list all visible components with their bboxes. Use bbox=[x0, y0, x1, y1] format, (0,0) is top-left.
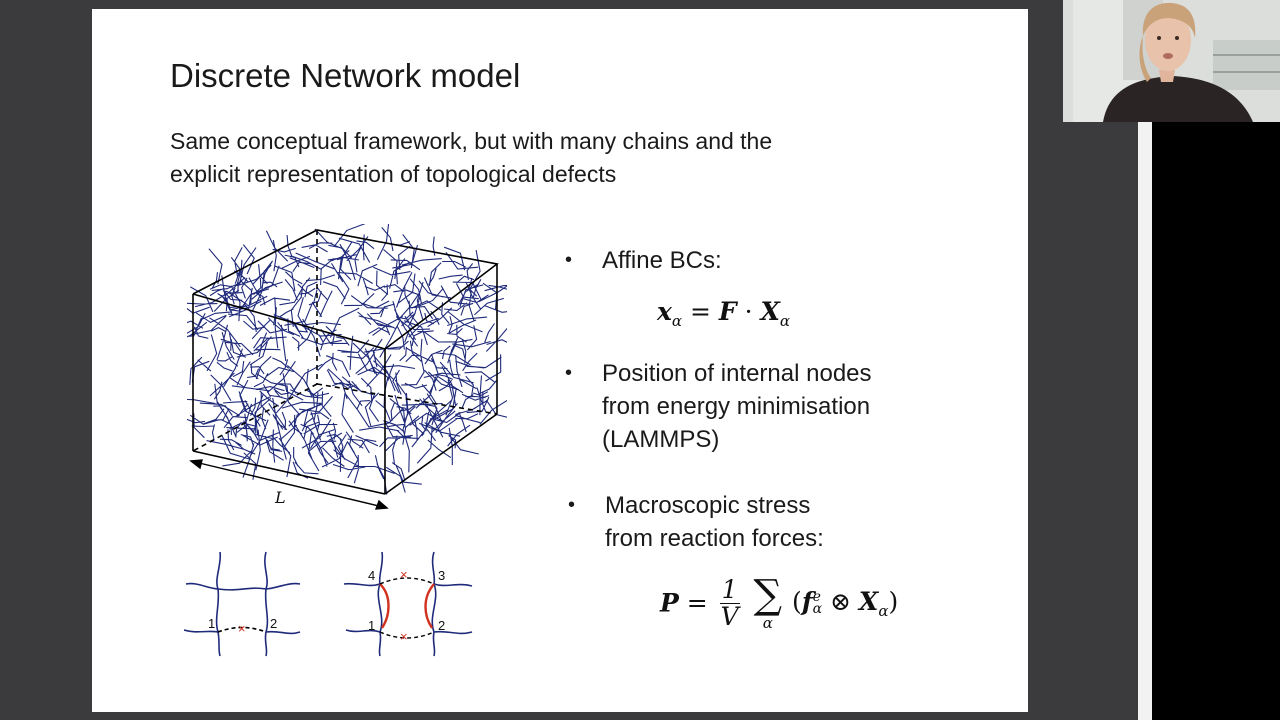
eq2-otimes: ⊗ bbox=[830, 586, 851, 616]
eq2-equals: = bbox=[686, 588, 708, 618]
eq2-X-sub: α bbox=[878, 601, 889, 620]
eq1-F: F bbox=[718, 297, 737, 326]
eq2-lparen: ( bbox=[792, 586, 802, 616]
right-white-strip bbox=[1138, 122, 1152, 720]
defect-diagram-left: × 1 2 bbox=[184, 551, 301, 657]
defect-mark-bottom: × bbox=[400, 629, 408, 644]
eq2-sigma: ∑ bbox=[753, 572, 783, 618]
slide-title: Discrete Network model bbox=[170, 57, 521, 94]
bullet-line: (LAMMPS) bbox=[602, 426, 720, 453]
subtitle-line-1: Same conceptual framework, but with many… bbox=[170, 128, 773, 154]
polymer-network bbox=[187, 224, 507, 495]
bullet-macroscopic-stress: • Macroscopic stress from reaction force… bbox=[568, 489, 824, 555]
cube-top-face bbox=[192, 229, 499, 350]
eq2-P: P bbox=[660, 588, 679, 618]
node-label-2: 2 bbox=[438, 618, 445, 633]
eq1-equals: = bbox=[690, 297, 711, 326]
node-label-2: 2 bbox=[270, 616, 277, 631]
cube-length-label: L bbox=[274, 488, 286, 507]
affine-equation: xα = F · Xα bbox=[657, 297, 790, 330]
eq2-sum: ∑ α bbox=[754, 575, 783, 631]
eq1-x: x bbox=[657, 297, 672, 326]
eq2-f: f bbox=[801, 586, 813, 616]
bullet-marker: • bbox=[565, 362, 573, 384]
length-arrow bbox=[189, 459, 389, 510]
eq1-x-sub: α bbox=[671, 312, 683, 330]
node-label-1: 1 bbox=[368, 618, 375, 633]
presentation-slide: Discrete Network model Same conceptual f… bbox=[92, 9, 1028, 712]
subtitle-line-2: explicit representation of topological d… bbox=[170, 161, 617, 187]
eq1-dot: · bbox=[744, 297, 753, 326]
bullet-marker: • bbox=[568, 494, 576, 516]
bullet-line: Position of internal nodes bbox=[602, 360, 872, 387]
bullet-line: Affine BCs: bbox=[602, 247, 722, 274]
network-cube-figure: L bbox=[187, 224, 507, 510]
bullet-line: from energy minimisation bbox=[602, 393, 871, 420]
node-label-3: 3 bbox=[438, 568, 445, 583]
eq2-X: X bbox=[858, 586, 879, 616]
defect-diagram-right: × × 4 3 1 2 bbox=[343, 551, 473, 657]
bullet-line: Macroscopic stress bbox=[605, 492, 811, 519]
eq2-f-sub: α bbox=[812, 601, 823, 617]
bullet-marker: • bbox=[565, 249, 573, 271]
eq2-denominator: V bbox=[720, 601, 739, 631]
defect-mark: × bbox=[238, 621, 246, 636]
presenter-webcam bbox=[1063, 0, 1280, 122]
slide-subtitle: Same conceptual framework, but with many… bbox=[170, 125, 950, 191]
eq2-fraction: 1 V bbox=[719, 574, 740, 631]
node-label-4: 4 bbox=[368, 568, 375, 583]
eq2-sum-limit: α bbox=[762, 614, 773, 632]
bullet-line: from reaction forces: bbox=[605, 525, 824, 552]
eq2-numerator: 1 bbox=[719, 574, 740, 604]
presenter-video-icon bbox=[1063, 0, 1280, 122]
bullet-affine-bcs: • Affine BCs: bbox=[565, 244, 722, 277]
eq1-X: X bbox=[760, 297, 780, 326]
eq2-f-sup: e bbox=[812, 589, 821, 605]
eq1-X-sub: α bbox=[779, 312, 791, 330]
bullet-internal-nodes: • Position of internal nodes from energy… bbox=[565, 357, 872, 456]
eq2-rparen: ) bbox=[888, 586, 899, 616]
defect-mark-top: × bbox=[400, 567, 408, 582]
node-label-1: 1 bbox=[208, 616, 215, 631]
